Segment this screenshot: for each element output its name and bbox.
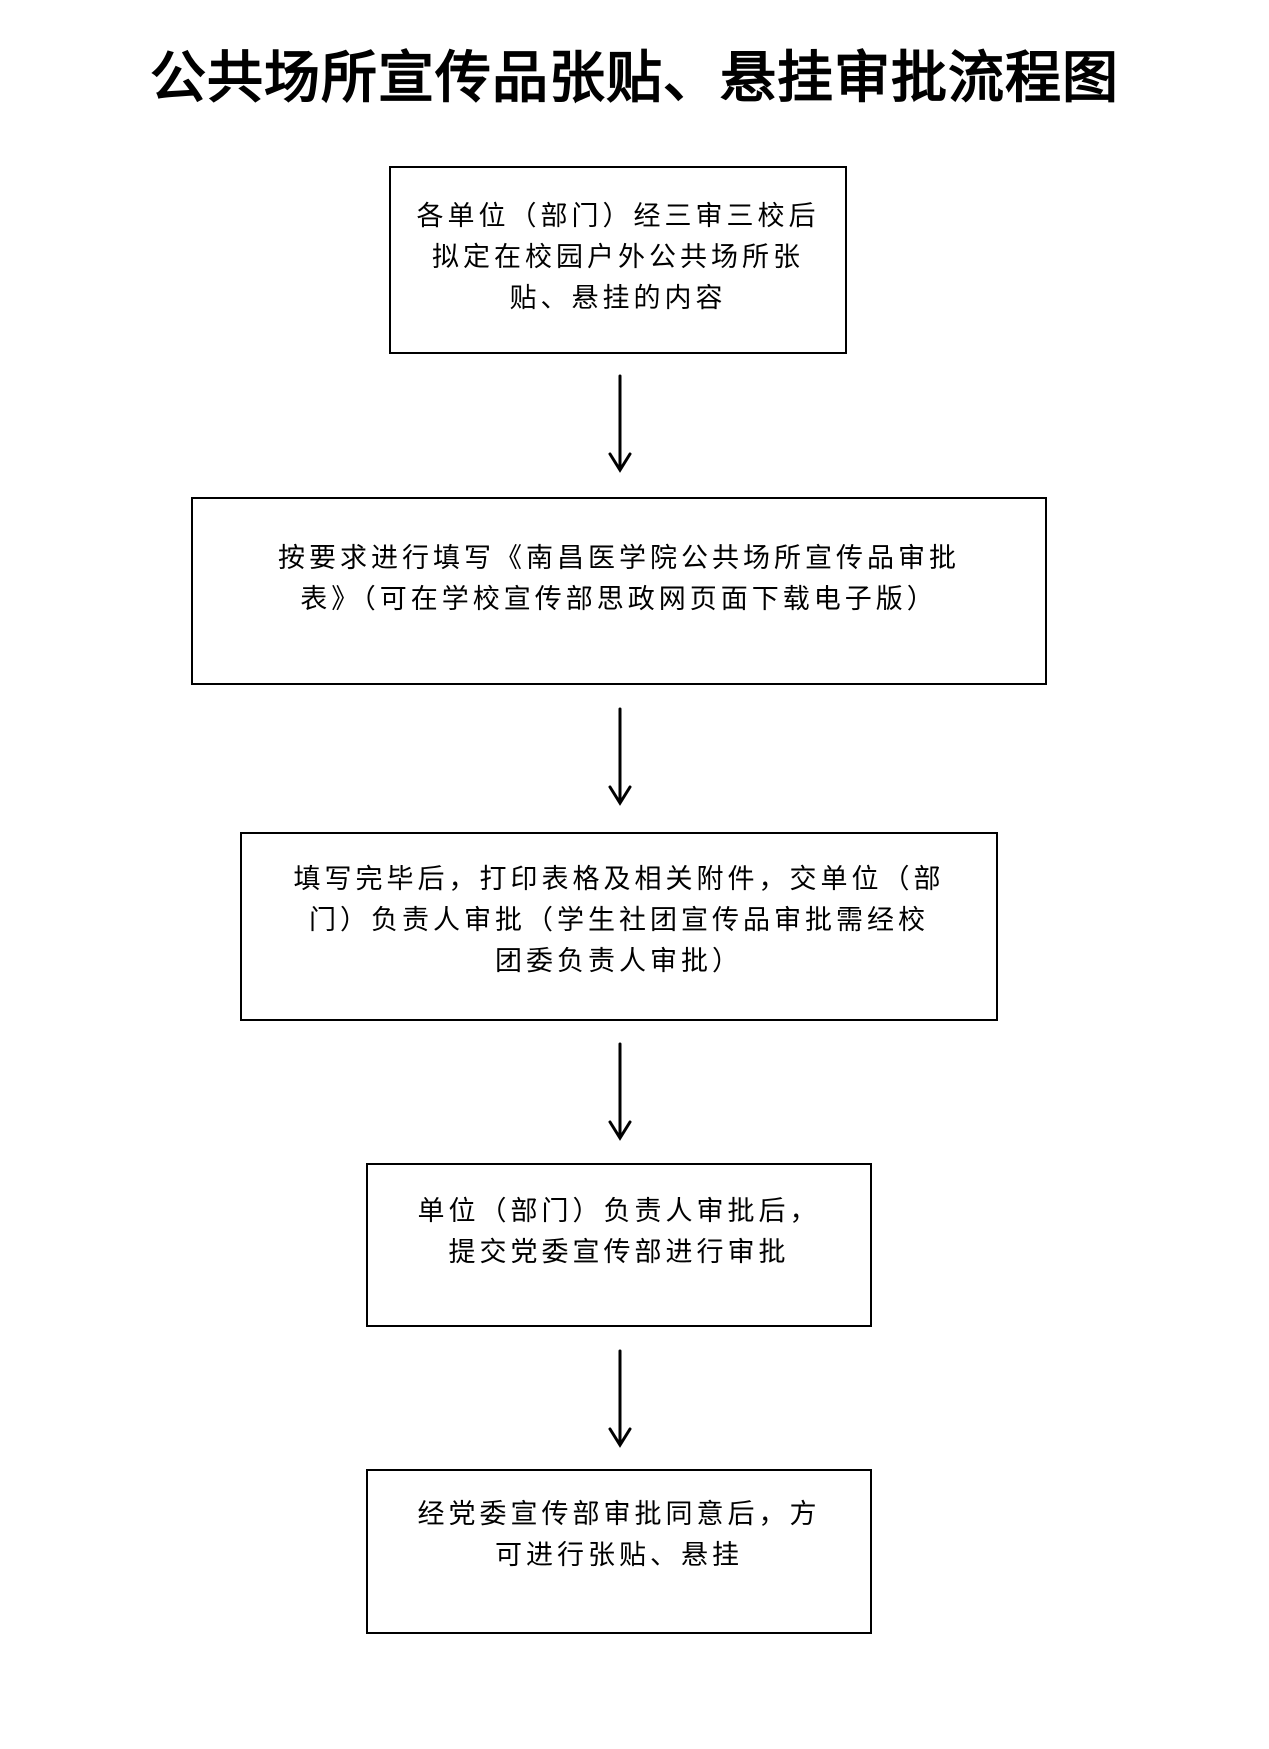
flow-step-5-text: 经党委宣传部审批同意后，方 可进行张贴、悬挂	[417, 1498, 821, 1571]
flow-step-3-box: 填写完毕后，打印表格及相关附件，交单位（部 门）负责人审批（学生社团宣传品审批需…	[240, 832, 998, 1021]
down-arrow-icon	[608, 374, 632, 473]
down-arrow-icon	[608, 1349, 632, 1448]
flow-step-5-box: 经党委宣传部审批同意后，方 可进行张贴、悬挂	[366, 1469, 872, 1634]
flow-step-4-text: 单位（部门）负责人审批后， 提交党委宣传部进行审批	[417, 1196, 821, 1268]
flow-step-1-box: 各单位（部门）经三审三校后 拟定在校园户外公共场所张 贴、悬挂的内容	[389, 166, 847, 354]
page-title: 公共场所宣传品张贴、悬挂审批流程图	[150, 45, 1119, 111]
flow-step-2-box: 按要求进行填写《南昌医学院公共场所宣传品审批 表》（可在学校宣传部思政网页面下载…	[191, 497, 1047, 685]
flow-step-2-text: 按要求进行填写《南昌医学院公共场所宣传品审批 表》（可在学校宣传部思政网页面下载…	[278, 543, 960, 615]
flow-step-4-box: 单位（部门）负责人审批后， 提交党委宣传部进行审批	[366, 1163, 872, 1327]
flow-step-3-text: 填写完毕后，打印表格及相关附件，交单位（部 门）负责人审批（学生社团宣传品审批需…	[293, 864, 945, 977]
down-arrow-icon	[608, 707, 632, 806]
down-arrow-icon	[608, 1042, 632, 1141]
flow-step-1-text: 各单位（部门）经三审三校后 拟定在校园户外公共场所张 贴、悬挂的内容	[416, 200, 820, 314]
